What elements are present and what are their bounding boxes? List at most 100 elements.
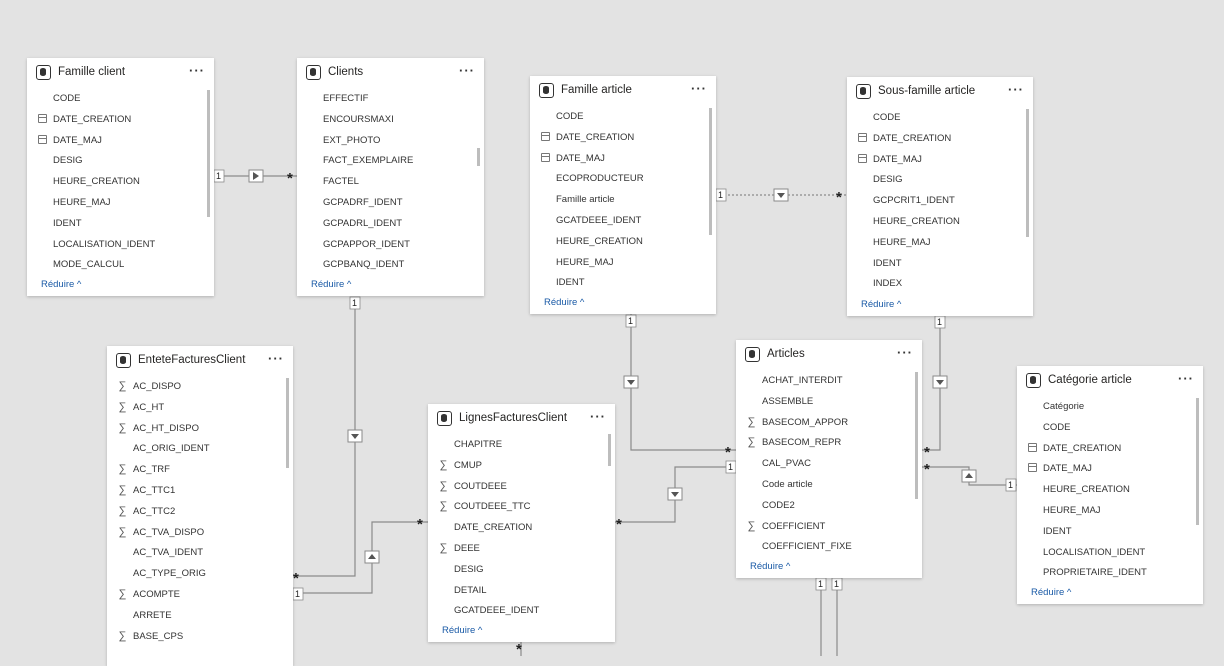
- field-row[interactable]: ASSEMBLE: [736, 391, 922, 412]
- scrollbar[interactable]: [608, 434, 611, 466]
- field-row[interactable]: Famille article: [530, 189, 716, 210]
- collapse-link[interactable]: Réduire ^: [1031, 587, 1072, 598]
- collapse-link[interactable]: Réduire ^: [442, 625, 483, 636]
- field-row[interactable]: CAL_PVAC: [736, 453, 922, 474]
- more-options-icon[interactable]: ···: [459, 63, 475, 78]
- field-row[interactable]: ∑AC_TTC1: [107, 480, 293, 501]
- field-row[interactable]: DESIG: [847, 169, 1033, 190]
- field-row[interactable]: DESIG: [428, 559, 615, 580]
- collapse-link[interactable]: Réduire ^: [41, 279, 82, 290]
- field-row[interactable]: ∑AC_TRF: [107, 459, 293, 480]
- field-row[interactable]: DATE_CREATION: [27, 109, 214, 130]
- field-row[interactable]: HEURE_CREATION: [530, 231, 716, 252]
- field-row[interactable]: INDEX: [847, 273, 1033, 290]
- scrollbar[interactable]: [207, 90, 210, 217]
- scrollbar[interactable]: [709, 108, 712, 235]
- table-header[interactable]: Catégorie article···: [1017, 366, 1203, 396]
- field-row[interactable]: ∑DEEE: [428, 538, 615, 559]
- field-row[interactable]: DATE_CREATION: [847, 128, 1033, 149]
- collapse-link[interactable]: Réduire ^: [750, 561, 791, 572]
- field-row[interactable]: CODE: [847, 107, 1033, 128]
- field-row[interactable]: ACHAT_INTERDIT: [736, 370, 922, 391]
- scrollbar[interactable]: [286, 378, 289, 468]
- field-row[interactable]: LOCALISATION_IDENT: [1017, 542, 1203, 563]
- field-row[interactable]: HEURE_MAJ: [847, 232, 1033, 253]
- table-header[interactable]: Famille client···: [27, 58, 214, 88]
- field-row[interactable]: ∑AC_HT: [107, 397, 293, 418]
- more-options-icon[interactable]: ···: [897, 345, 913, 360]
- field-row[interactable]: HEURE_CREATION: [847, 211, 1033, 232]
- field-row[interactable]: CODE: [1017, 417, 1203, 438]
- table-header[interactable]: Clients···: [297, 58, 484, 88]
- field-row[interactable]: ∑AC_DISPO: [107, 376, 293, 397]
- field-row[interactable]: IDENT: [530, 272, 716, 288]
- field-row[interactable]: DATE_CREATION: [1017, 438, 1203, 459]
- table-header[interactable]: Articles···: [736, 340, 922, 370]
- field-row[interactable]: DATE_MAJ: [1017, 458, 1203, 479]
- table-header[interactable]: Sous-famille article···: [847, 77, 1033, 107]
- field-row[interactable]: ENCOURSMAXI: [297, 109, 484, 130]
- field-row[interactable]: AC_TYPE_ORIG: [107, 563, 293, 584]
- collapse-link[interactable]: Réduire ^: [861, 299, 902, 310]
- field-row[interactable]: HEURE_MAJ: [530, 252, 716, 273]
- field-row[interactable]: ∑AC_TTC2: [107, 501, 293, 522]
- field-row[interactable]: Code article: [736, 474, 922, 495]
- field-row[interactable]: DATE_MAJ: [530, 148, 716, 169]
- field-row[interactable]: HEURE_MAJ: [1017, 500, 1203, 521]
- field-row[interactable]: ∑ACOMPTE: [107, 584, 293, 605]
- field-row[interactable]: AC_ORIG_IDENT: [107, 438, 293, 459]
- table-header[interactable]: EnteteFacturesClient···: [107, 346, 293, 376]
- field-row[interactable]: ECOPRODUCTEUR: [530, 168, 716, 189]
- field-row[interactable]: COEFFICIENT_FIXE: [736, 536, 922, 552]
- field-row[interactable]: EXT_PHOTO: [297, 130, 484, 151]
- field-row[interactable]: DATE_MAJ: [27, 130, 214, 151]
- table-card-entete-factures-client[interactable]: EnteteFacturesClient···∑AC_DISPO∑AC_HT∑A…: [107, 346, 293, 666]
- field-row[interactable]: ∑AC_TVA_DISPO: [107, 522, 293, 543]
- field-row[interactable]: DATE_CREATION: [530, 127, 716, 148]
- field-row[interactable]: PROPRIETAIRE_IDENT: [1017, 562, 1203, 578]
- field-row[interactable]: CODE: [530, 106, 716, 127]
- field-row[interactable]: FACT_EXEMPLAIRE: [297, 150, 484, 171]
- more-options-icon[interactable]: ···: [189, 63, 205, 78]
- more-options-icon[interactable]: ···: [1178, 371, 1194, 386]
- field-row[interactable]: LOCALISATION_IDENT: [27, 234, 214, 255]
- field-row[interactable]: ∑BASECOM_APPOR: [736, 412, 922, 433]
- field-row[interactable]: AC_TVA_IDENT: [107, 542, 293, 563]
- more-options-icon[interactable]: ···: [268, 351, 284, 366]
- field-row[interactable]: GCATDEEE_IDENT: [530, 210, 716, 231]
- scrollbar[interactable]: [477, 148, 480, 166]
- field-row[interactable]: HEURE_CREATION: [1017, 479, 1203, 500]
- collapse-link[interactable]: Réduire ^: [544, 297, 585, 308]
- more-options-icon[interactable]: ···: [1008, 82, 1024, 97]
- scrollbar[interactable]: [1026, 109, 1029, 237]
- field-row[interactable]: HEURE_CREATION: [27, 171, 214, 192]
- scrollbar[interactable]: [1196, 398, 1199, 525]
- more-options-icon[interactable]: ···: [590, 409, 606, 424]
- field-row[interactable]: DESIG: [27, 150, 214, 171]
- field-row[interactable]: ∑COUTDEEE_TTC: [428, 496, 615, 517]
- field-row[interactable]: ∑COUTDEEE: [428, 476, 615, 497]
- more-options-icon[interactable]: ···: [691, 81, 707, 96]
- field-row[interactable]: ARRETE: [107, 605, 293, 626]
- field-row[interactable]: GCPADRF_IDENT: [297, 192, 484, 213]
- field-row[interactable]: IDENT: [1017, 521, 1203, 542]
- field-row[interactable]: ∑AC_HT_DISPO: [107, 418, 293, 439]
- field-row[interactable]: ∑BASE_CPS: [107, 626, 293, 647]
- field-row[interactable]: DETAIL: [428, 580, 615, 601]
- field-row[interactable]: GCPCRIT1_IDENT: [847, 190, 1033, 211]
- field-row[interactable]: GCPAPPOR_IDENT: [297, 234, 484, 255]
